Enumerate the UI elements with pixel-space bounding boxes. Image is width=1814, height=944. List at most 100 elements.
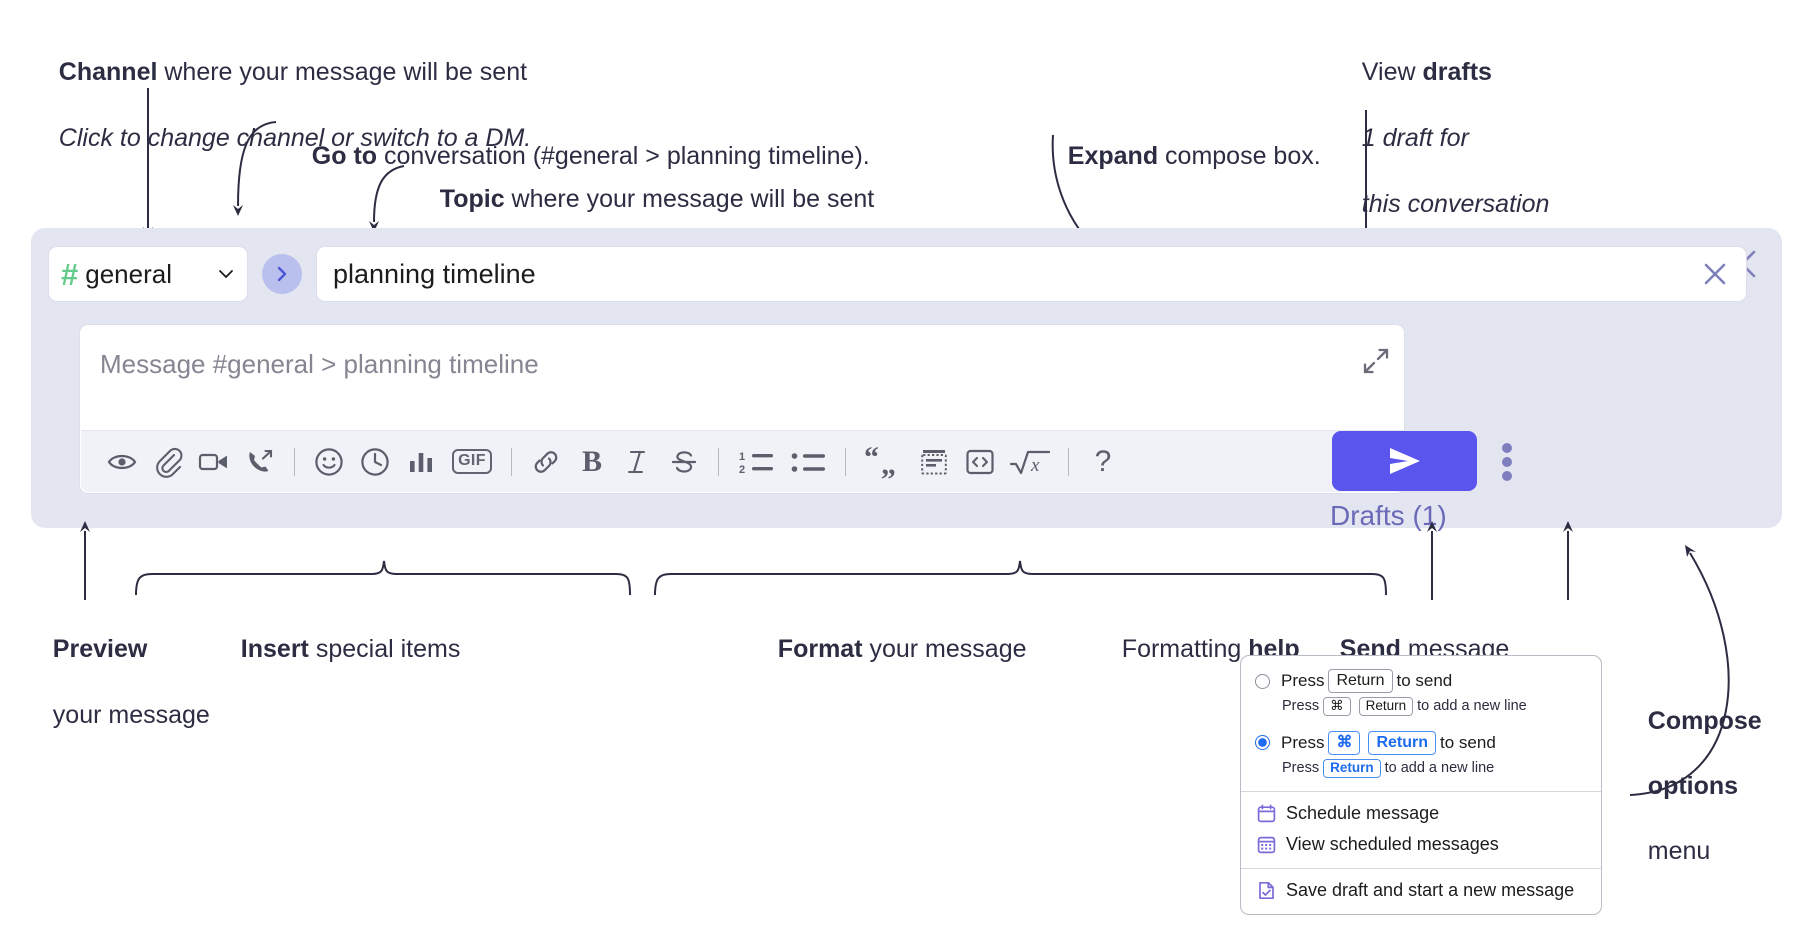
annotation-compose-bold1: Compose bbox=[1647, 706, 1762, 735]
key-return-sub-2: Return bbox=[1323, 758, 1381, 778]
annotation-compose-bold2: options bbox=[1647, 771, 1739, 800]
svg-text:x: x bbox=[1030, 455, 1040, 476]
topic-field[interactable]: planning timeline bbox=[316, 246, 1747, 302]
code-block-icon[interactable] bbox=[911, 439, 957, 485]
bulleted-list-icon[interactable] bbox=[782, 439, 834, 485]
gif-label: GIF bbox=[452, 449, 492, 474]
radio-cmd-return-to-send[interactable] bbox=[1255, 735, 1270, 751]
radio-return-to-send[interactable] bbox=[1255, 673, 1270, 689]
annotation-channel-bold: Channel bbox=[58, 58, 158, 86]
attachment-paperclip-icon[interactable] bbox=[145, 439, 191, 485]
bar-chart-icon[interactable] bbox=[398, 439, 444, 485]
option1-pre: Press bbox=[1281, 671, 1325, 690]
send-paper-plane-icon bbox=[1389, 448, 1420, 474]
annotation-preview: Preview your message bbox=[25, 600, 210, 765]
bold-glyph: B bbox=[581, 444, 602, 478]
kebab-dot-1 bbox=[1502, 443, 1512, 453]
blockquote-icon[interactable]: “„ bbox=[857, 439, 911, 485]
annotation-goto-bold: Go to bbox=[311, 142, 378, 170]
goto-conversation-button[interactable] bbox=[262, 254, 302, 294]
math-icon[interactable]: x bbox=[1003, 439, 1057, 485]
chevron-right-icon bbox=[277, 266, 287, 282]
save-draft-icon bbox=[1255, 881, 1277, 900]
italic-icon[interactable] bbox=[615, 439, 661, 485]
option1-sub-pre: Press bbox=[1282, 698, 1320, 715]
annotation-topic: Topic where your message will be sent bbox=[412, 150, 874, 249]
inline-code-icon[interactable] bbox=[957, 439, 1003, 485]
svg-text:1: 1 bbox=[739, 451, 745, 463]
toolbar-divider bbox=[294, 447, 295, 476]
toolbar-divider-2 bbox=[511, 447, 512, 476]
option1-post: to send bbox=[1396, 671, 1453, 690]
menu-option-cmd-return-to-send[interactable]: Press ⌘ Return to send bbox=[1241, 728, 1601, 758]
send-message-button[interactable] bbox=[1332, 431, 1477, 491]
drafts-link[interactable]: Drafts (1) bbox=[1330, 500, 1447, 531]
annotation-goto: Go to conversation (#general > planning … bbox=[284, 107, 870, 206]
menu-item-view-scheduled-messages[interactable]: View scheduled messages bbox=[1241, 829, 1601, 860]
compose-options-menu: Press Return to send Press ⌘ Return to a… bbox=[1240, 655, 1602, 915]
compose-panel: # general planning timeline bbox=[31, 228, 1782, 531]
annotation-expand: Expand compose box. bbox=[1040, 107, 1321, 206]
toolbar-divider-3 bbox=[718, 447, 719, 476]
chevron-down-icon[interactable] bbox=[217, 265, 235, 283]
expand-compose-icon[interactable] bbox=[1362, 347, 1390, 375]
svg-text:„: „ bbox=[881, 448, 896, 481]
option2-pre: Press bbox=[1281, 732, 1325, 752]
menu-option-return-sub: Press ⌘ Return to add a new line bbox=[1241, 696, 1601, 721]
option2-sub-post: to add a new line bbox=[1384, 760, 1495, 777]
annotation-topic-rest: where your message will be sent bbox=[504, 185, 875, 213]
annotation-format: Format your message bbox=[750, 600, 1027, 699]
annotation-help-plain: Formatting bbox=[1121, 635, 1249, 663]
annotation-preview-bold: Preview bbox=[52, 635, 148, 663]
annotation-topic-bold: Topic bbox=[439, 185, 505, 213]
annotation-view-drafts: View drafts 1 draft for this conversatio… bbox=[1334, 23, 1550, 254]
strikethrough-icon[interactable] bbox=[661, 439, 707, 485]
annotation-channel-rest: where your message will be sent bbox=[157, 58, 528, 86]
compose-options-button[interactable] bbox=[1502, 443, 1512, 481]
topic-value: planning timeline bbox=[333, 258, 536, 289]
message-input-area[interactable]: Message #general > planning timeline bbox=[79, 324, 1405, 494]
annotation-channel-italic: Click to change channel or switch to a D… bbox=[58, 124, 532, 152]
emoji-icon[interactable] bbox=[306, 439, 352, 485]
clock-icon[interactable] bbox=[352, 439, 398, 485]
gif-icon[interactable]: GIF bbox=[444, 439, 500, 485]
annotation-drafts-plain: View bbox=[1361, 58, 1423, 86]
menu-item-schedule-message[interactable]: Schedule message bbox=[1241, 798, 1601, 829]
help-glyph: ? bbox=[1094, 444, 1112, 478]
annotation-goto-rest: conversation (#general > planning timeli… bbox=[377, 142, 870, 170]
kebab-dot-2 bbox=[1502, 457, 1512, 467]
bold-icon[interactable]: B bbox=[569, 439, 615, 485]
clear-topic-icon[interactable] bbox=[1700, 259, 1730, 289]
channel-name-label: general bbox=[85, 258, 172, 289]
annotation-preview-rest: your message bbox=[52, 701, 210, 729]
annotation-expand-bold: Expand bbox=[1067, 142, 1159, 170]
formatting-help-icon[interactable]: ? bbox=[1080, 439, 1126, 485]
kebab-dot-3 bbox=[1502, 471, 1512, 481]
option2-post: to send bbox=[1440, 732, 1496, 752]
annotation-format-rest: your message bbox=[862, 635, 1027, 663]
menu-item-label: Schedule message bbox=[1286, 802, 1440, 823]
toolbar-divider-4 bbox=[845, 447, 846, 476]
channel-hash-icon: # bbox=[61, 256, 79, 292]
option2-sub-pre: Press bbox=[1282, 760, 1320, 777]
annotation-drafts-italic2: this conversation bbox=[1361, 190, 1550, 218]
preview-eye-icon[interactable] bbox=[99, 439, 145, 485]
channel-selector[interactable]: # general bbox=[48, 246, 248, 302]
menu-option-cmd-return-sub: Press Return to add a new line bbox=[1241, 758, 1601, 783]
key-return-sub: Return bbox=[1358, 697, 1414, 716]
link-icon[interactable] bbox=[523, 439, 569, 485]
menu-option-return-to-send[interactable]: Press Return to send bbox=[1241, 666, 1601, 696]
video-camera-icon[interactable] bbox=[191, 439, 237, 485]
compose-header-row: # general planning timeline bbox=[48, 246, 1747, 302]
annotation-channel: Channel where your message will be sent … bbox=[31, 23, 531, 188]
audio-call-icon[interactable] bbox=[237, 439, 283, 485]
calendar-grid-icon bbox=[1255, 835, 1277, 854]
annotation-format-bold: Format bbox=[777, 635, 863, 663]
annotation-insert-bold: Insert bbox=[240, 635, 309, 663]
annotation-insert-rest: special items bbox=[308, 635, 461, 663]
menu-item-save-draft[interactable]: Save draft and start a new message bbox=[1241, 875, 1601, 906]
key-command-selected: ⌘ bbox=[1328, 730, 1361, 755]
